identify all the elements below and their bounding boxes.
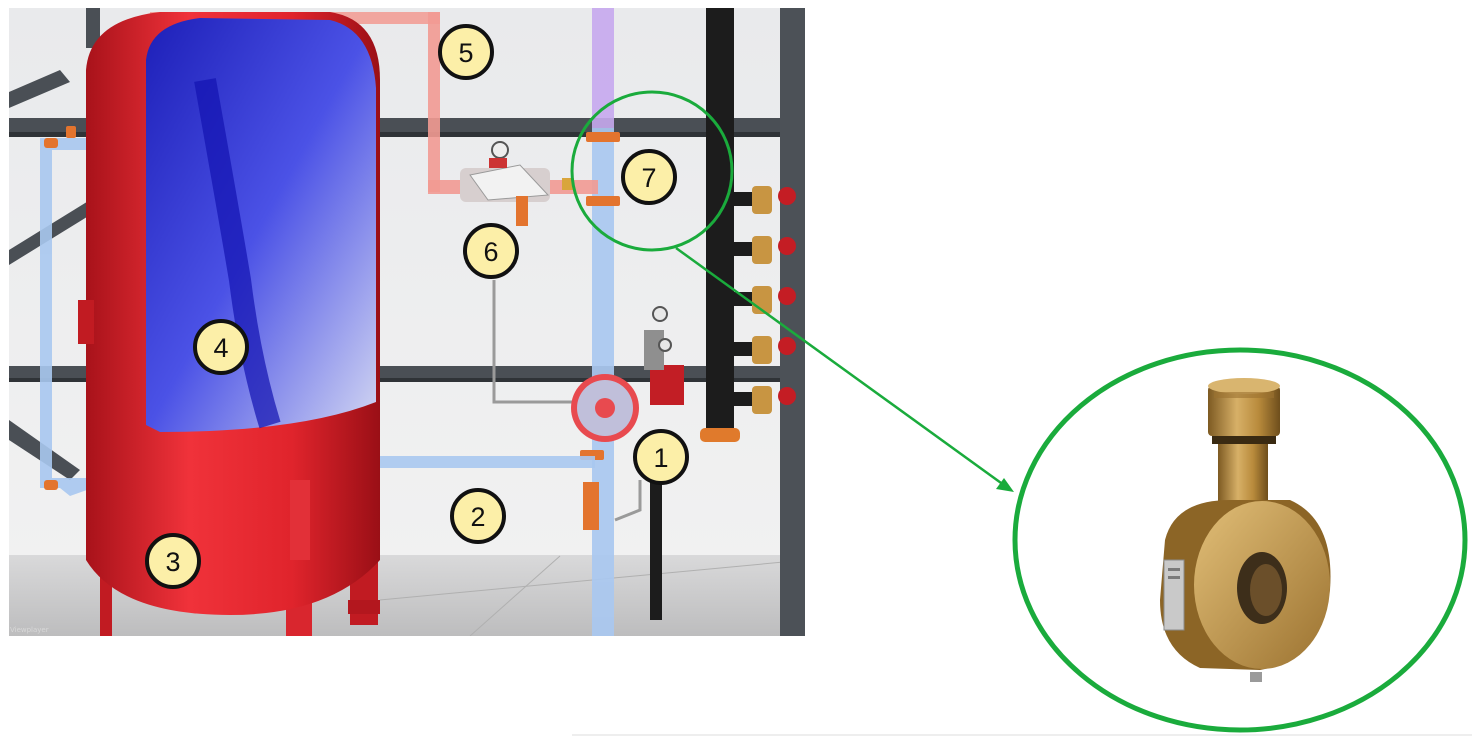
arrow-head-icon [996, 478, 1014, 492]
callout-arrow-line [675, 246, 1009, 490]
marker-7: 7 [621, 149, 677, 205]
drain-pipe [650, 470, 662, 620]
marker-1: 1 [633, 429, 689, 485]
marker-6: 6 [463, 223, 519, 279]
marker-5-label: 5 [458, 38, 473, 68]
marker-5: 5 [438, 24, 494, 80]
brass-flow-switch-icon [1160, 378, 1331, 682]
trim-tubing [492, 280, 642, 522]
marker-3: 3 [145, 533, 201, 589]
marker-1-label: 1 [653, 443, 668, 473]
marker-2: 2 [450, 488, 506, 544]
marker-6-label: 6 [483, 237, 498, 267]
marker-2-label: 2 [470, 502, 485, 532]
scene-render: Viewplayer [9, 8, 805, 636]
marker-4-label: 4 [213, 333, 228, 363]
air-maintenance-device [460, 141, 550, 226]
scene-caption: Viewplayer [10, 626, 49, 634]
dry-pipe-valve [571, 306, 684, 442]
highlight-circle [570, 90, 734, 252]
marker-4: 4 [193, 319, 249, 375]
marker-7-label: 7 [641, 163, 656, 193]
marker-3-label: 3 [165, 547, 180, 577]
